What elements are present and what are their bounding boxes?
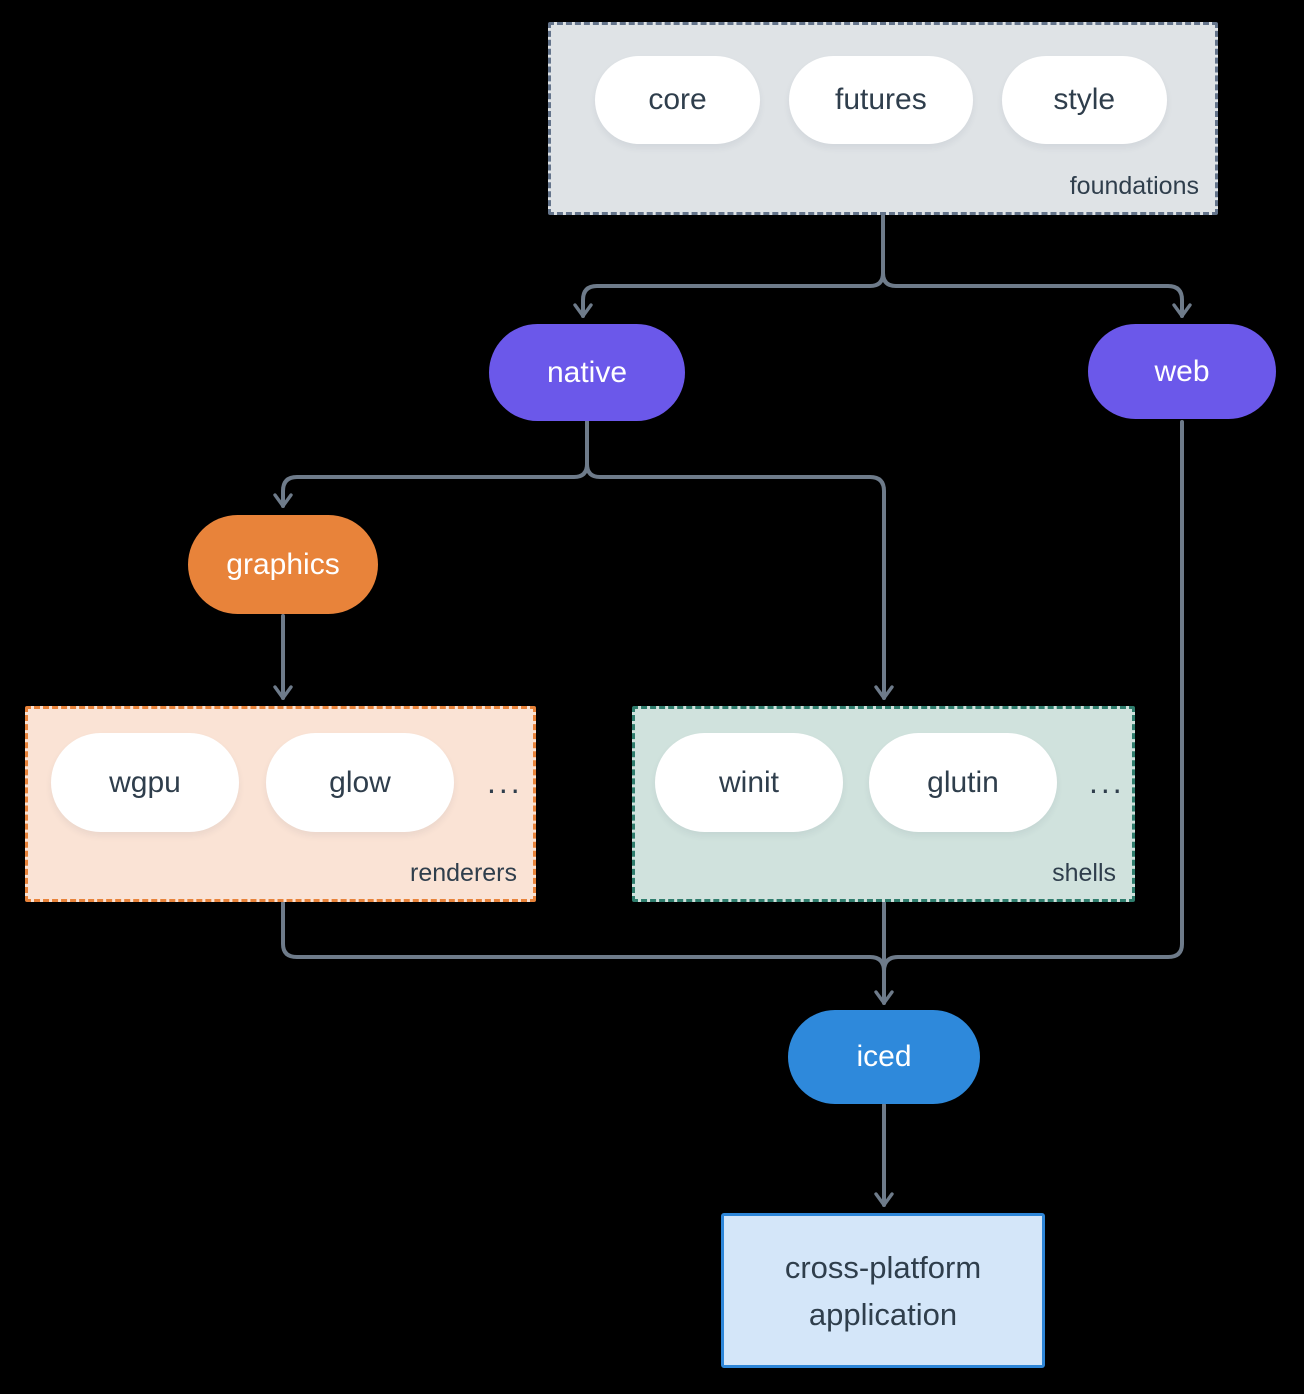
node-cross-platform-application: cross-platform application [721, 1213, 1045, 1368]
connector-native-to-graphics [273, 420, 589, 508]
node-core: core [595, 56, 760, 144]
node-wgpu: wgpu [51, 733, 239, 832]
node-futures: futures [789, 56, 973, 144]
renderers-ellipsis: ... [487, 764, 523, 800]
foundations-pill-row: core futures style [595, 56, 1167, 144]
connector-renderers-to-merge [281, 901, 886, 973]
renderers-pill-row: wgpu glow ... [51, 733, 523, 832]
node-graphics: graphics [188, 515, 378, 614]
shells-ellipsis: ... [1089, 764, 1125, 800]
shells-label: shells [1052, 859, 1116, 887]
connector-foundations-to-web [881, 214, 1192, 318]
node-glow: glow [266, 733, 454, 832]
node-glutin: glutin [869, 733, 1057, 832]
shells-pill-row: winit glutin ... [655, 733, 1125, 832]
connector-native-to-shells [585, 420, 894, 700]
renderers-label: renderers [410, 859, 517, 887]
connector-foundations-to-native [573, 214, 885, 318]
foundations-group: core futures style foundations [548, 22, 1218, 215]
application-label-line2: application [808, 1296, 958, 1332]
application-label-line1: cross-platform [784, 1249, 982, 1285]
node-winit: winit [655, 733, 843, 832]
foundations-label: foundations [1069, 172, 1199, 200]
node-web: web [1088, 324, 1276, 419]
shells-group: winit glutin ... shells [632, 706, 1135, 902]
renderers-group: wgpu glow ... renderers [25, 706, 536, 902]
node-style: style [1001, 56, 1167, 144]
node-native: native [489, 324, 685, 421]
node-iced: iced [788, 1010, 980, 1104]
